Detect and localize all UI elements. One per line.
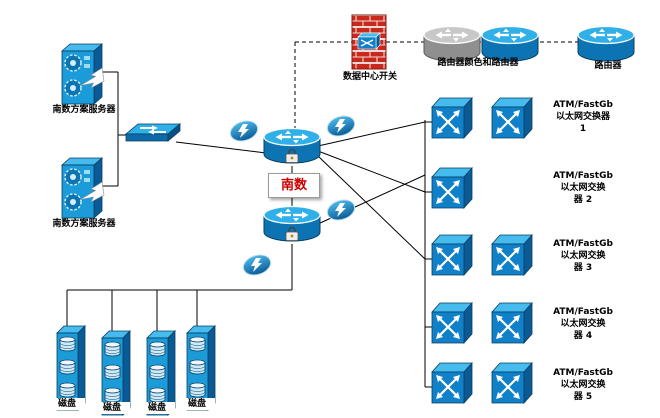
router-cylinder-icon	[481, 25, 539, 62]
lightning-bolt-icon	[240, 251, 274, 279]
router-cluster-label: 路由器颜色和路由器	[437, 58, 519, 68]
atm-label-line: ATM/FastGb	[553, 239, 613, 249]
flat-switch-icon	[125, 123, 181, 142]
server-tower-icon	[61, 157, 105, 219]
disk-label-2: 磁盘	[94, 402, 130, 414]
atm-label-2: ATM/FastGb 以太网交换 器 2	[540, 170, 626, 206]
lightning-bolt-icon	[324, 112, 358, 140]
firewall-brick-icon	[351, 14, 387, 70]
atm-switch-cube-icon	[490, 361, 534, 405]
server-tower-icon	[61, 43, 105, 105]
atm-switch-cube-icon	[430, 96, 474, 140]
atm-label-line: 器 2	[573, 195, 593, 205]
atm-switch-cube-icon	[490, 96, 534, 140]
router-right-label: 路由器	[594, 61, 622, 71]
atm-label-line: 以太网交换	[560, 319, 606, 329]
router-gray-icon	[423, 25, 481, 62]
atm-label-line: 1	[579, 124, 587, 134]
atm-label-line: ATM/FastGb	[553, 368, 613, 378]
atm-label-line: 以太网交换	[560, 251, 606, 261]
atm-label-line: 以太网交换	[560, 183, 606, 193]
atm-label-line: 器 4	[573, 331, 593, 341]
server1-label: 南数方案服务器	[52, 105, 116, 115]
atm-switch-cube-icon	[430, 301, 474, 345]
atm-label-1: ATM/FastGb 以太网交换器 1	[540, 99, 626, 135]
lightning-bolt-icon	[324, 196, 358, 224]
atm-label-line: 器 3	[573, 263, 593, 273]
atm-switch-cube-icon	[490, 233, 534, 277]
disk-label-4: 磁盘	[179, 398, 215, 410]
firewall-label: 数据中心开关	[342, 72, 397, 82]
atm-switch-cube-icon	[430, 361, 474, 405]
atm-label-line: ATM/FastGb	[553, 171, 613, 181]
atm-label-5: ATM/FastGb 以太网交换 器 5	[540, 367, 626, 403]
disk-label-1: 磁盘	[49, 398, 85, 410]
atm-switch-cube-icon	[490, 301, 534, 345]
atm-label-line: 以太网交换器	[555, 112, 610, 122]
disk-label-3: 磁盘	[139, 402, 175, 414]
atm-label-4: ATM/FastGb 以太网交换 器 4	[540, 306, 626, 342]
atm-label-line: 器 5	[573, 392, 593, 402]
atm-label-3: ATM/FastGb 以太网交换 器 3	[540, 238, 626, 274]
atm-switch-cube-icon	[430, 233, 474, 277]
atm-label-line: ATM/FastGb	[553, 307, 613, 317]
core-badge: 南数	[268, 173, 320, 198]
router-cylinder-icon	[577, 25, 635, 62]
atm-label-line: 以太网交换	[560, 380, 606, 390]
lightning-bolt-icon	[227, 117, 261, 145]
atm-switch-cube-icon	[430, 166, 474, 210]
atm-label-line: ATM/FastGb	[553, 100, 613, 110]
server2-label: 南数方案服务器	[52, 219, 116, 229]
